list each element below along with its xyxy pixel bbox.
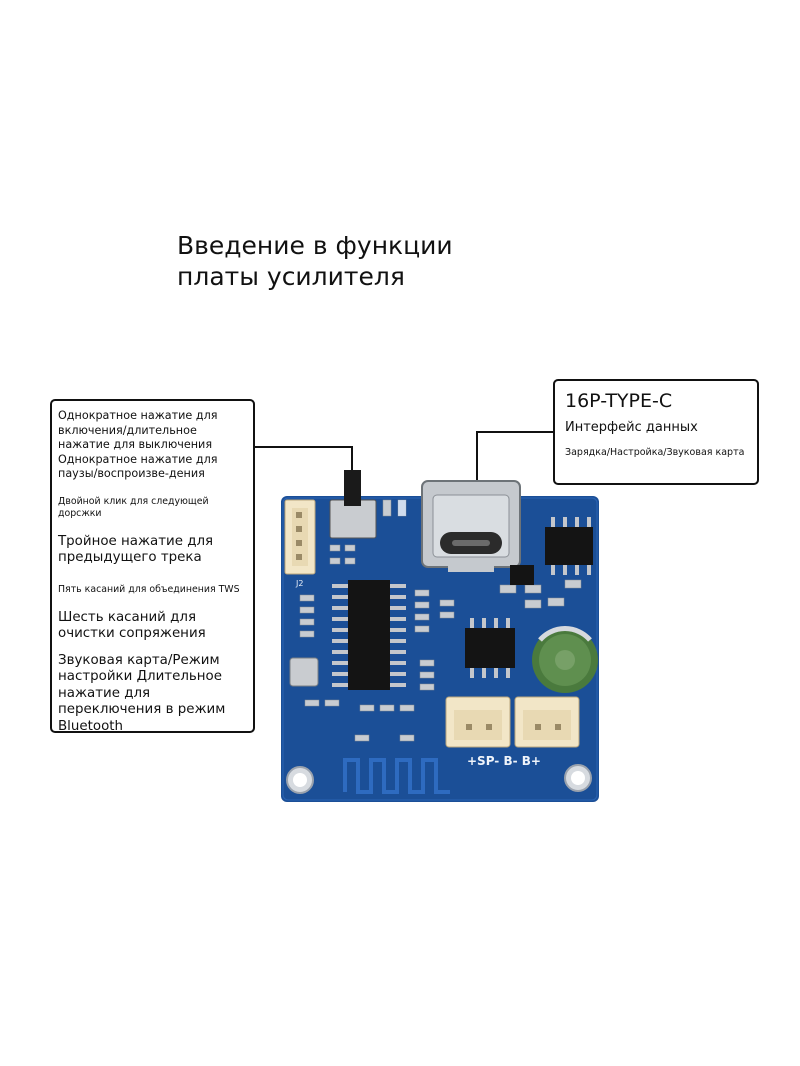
silk-j2: J2 <box>295 579 303 588</box>
crystal <box>289 657 319 687</box>
title-line-1: Введение в функции <box>177 231 453 260</box>
page-title: Введение в функции платы усилителя <box>177 230 597 292</box>
main-ic <box>348 580 390 690</box>
usb-c-callout: 16P-TYPE-C Интерфейс данных Зарядка/Наст… <box>553 379 759 485</box>
push-button-actuator <box>344 470 361 506</box>
antenna-trace <box>343 758 450 794</box>
usb-leader-line <box>476 431 553 490</box>
silk-port-labels: +SP- B- B+ <box>467 754 541 768</box>
button-functions-callout: Однократное нажатие для включения/длител… <box>50 399 255 734</box>
usb-c-heading: 16P-TYPE-C <box>565 390 673 412</box>
usb-c-detail: Зарядка/Настройка/Звуковая карта <box>565 447 745 458</box>
title-line-2: платы усилителя <box>177 262 405 291</box>
small-ic <box>510 565 534 585</box>
callout-item-double-click: Двойной клик для следующей дорсжки <box>58 495 209 519</box>
amplifier-ic <box>465 628 515 668</box>
power-ic <box>545 527 593 565</box>
callout-item-mode-switch: Звуковая карта/Режим настройки Длительно… <box>58 652 226 734</box>
callout-item-tws: Пять касаний для объединения TWS <box>58 583 240 595</box>
button-leader-line <box>255 446 353 470</box>
usb-c-subtitle: Интерфейс данных <box>565 420 698 435</box>
callout-item-power: Однократное нажатие для включения/длител… <box>58 409 218 480</box>
callout-item-clear-pairing: Шесть касаний для очистки сопряжения <box>58 609 206 642</box>
callout-item-triple-click: Тройное нажатие для предыдущего трека <box>58 533 214 566</box>
